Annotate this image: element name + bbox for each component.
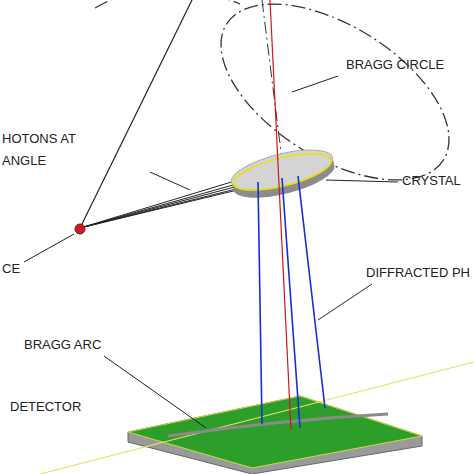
leader-line bbox=[292, 76, 338, 92]
source-symbol bbox=[75, 224, 85, 234]
part-label: HOTONS AT ANGLE bbox=[2, 128, 86, 172]
detector-slab bbox=[128, 396, 422, 474]
ray bbox=[298, 176, 325, 408]
axis-line bbox=[262, 0, 282, 160]
ray bbox=[80, 180, 238, 228]
part-label: BRAGG ARC bbox=[24, 334, 101, 356]
part-label: DIFFRACTED PH bbox=[366, 262, 470, 284]
leader-line bbox=[104, 356, 206, 428]
crystal-face bbox=[228, 142, 337, 198]
part-label: CE bbox=[2, 258, 20, 280]
detector-surface bbox=[128, 396, 422, 468]
leader-lines bbox=[24, 76, 398, 428]
leader-line bbox=[326, 180, 398, 182]
ray bbox=[258, 182, 262, 424]
ray bbox=[282, 178, 300, 428]
leader-line bbox=[318, 284, 372, 320]
part-label: CRYSTAL bbox=[402, 170, 461, 192]
leader-line bbox=[24, 234, 74, 262]
outer-arc bbox=[95, 0, 240, 8]
leader-line bbox=[150, 172, 190, 190]
diffracted-rays bbox=[258, 176, 325, 428]
part-label: BRAGG CIRCLE bbox=[346, 54, 444, 76]
reference-line bbox=[40, 362, 474, 474]
construction-line bbox=[80, 0, 192, 228]
bragg-circle bbox=[191, 0, 474, 216]
part-label: DETECTOR bbox=[10, 396, 81, 418]
central-ray bbox=[270, 0, 291, 430]
